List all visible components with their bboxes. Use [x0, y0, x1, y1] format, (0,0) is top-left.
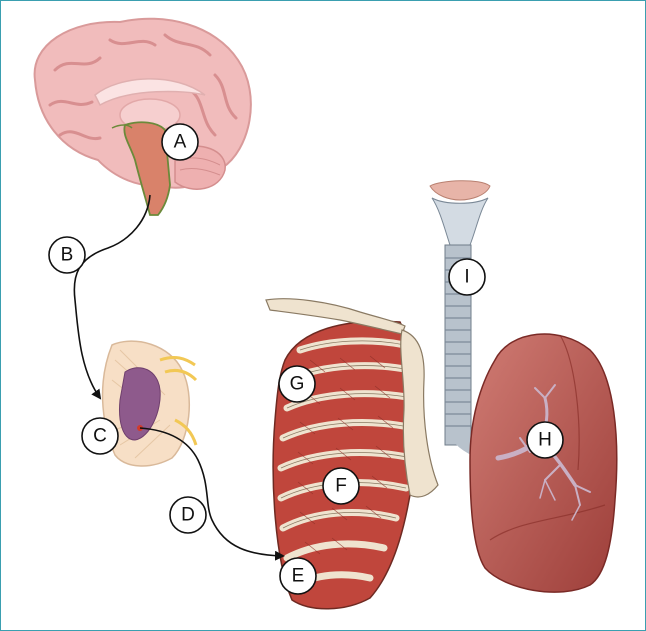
label-h: H — [527, 422, 563, 458]
svg-text:G: G — [290, 374, 305, 395]
svg-text:H: H — [538, 430, 552, 451]
svg-text:B: B — [61, 245, 74, 266]
label-a: A — [162, 124, 198, 160]
svg-text:A: A — [174, 132, 187, 153]
label-b: B — [49, 237, 85, 273]
lung-illustration — [470, 334, 617, 592]
label-e: E — [280, 558, 316, 594]
label-d: D — [170, 497, 206, 533]
svg-text:E: E — [292, 566, 305, 587]
svg-text:I: I — [464, 267, 469, 288]
label-i: I — [449, 259, 485, 295]
spinal-cord-section — [103, 341, 196, 466]
label-c: C — [82, 418, 118, 454]
svg-text:D: D — [181, 505, 195, 526]
label-g: G — [279, 366, 315, 402]
svg-text:F: F — [335, 476, 347, 497]
label-f: F — [323, 468, 359, 504]
svg-text:C: C — [93, 426, 107, 447]
brain-illustration — [35, 19, 251, 215]
